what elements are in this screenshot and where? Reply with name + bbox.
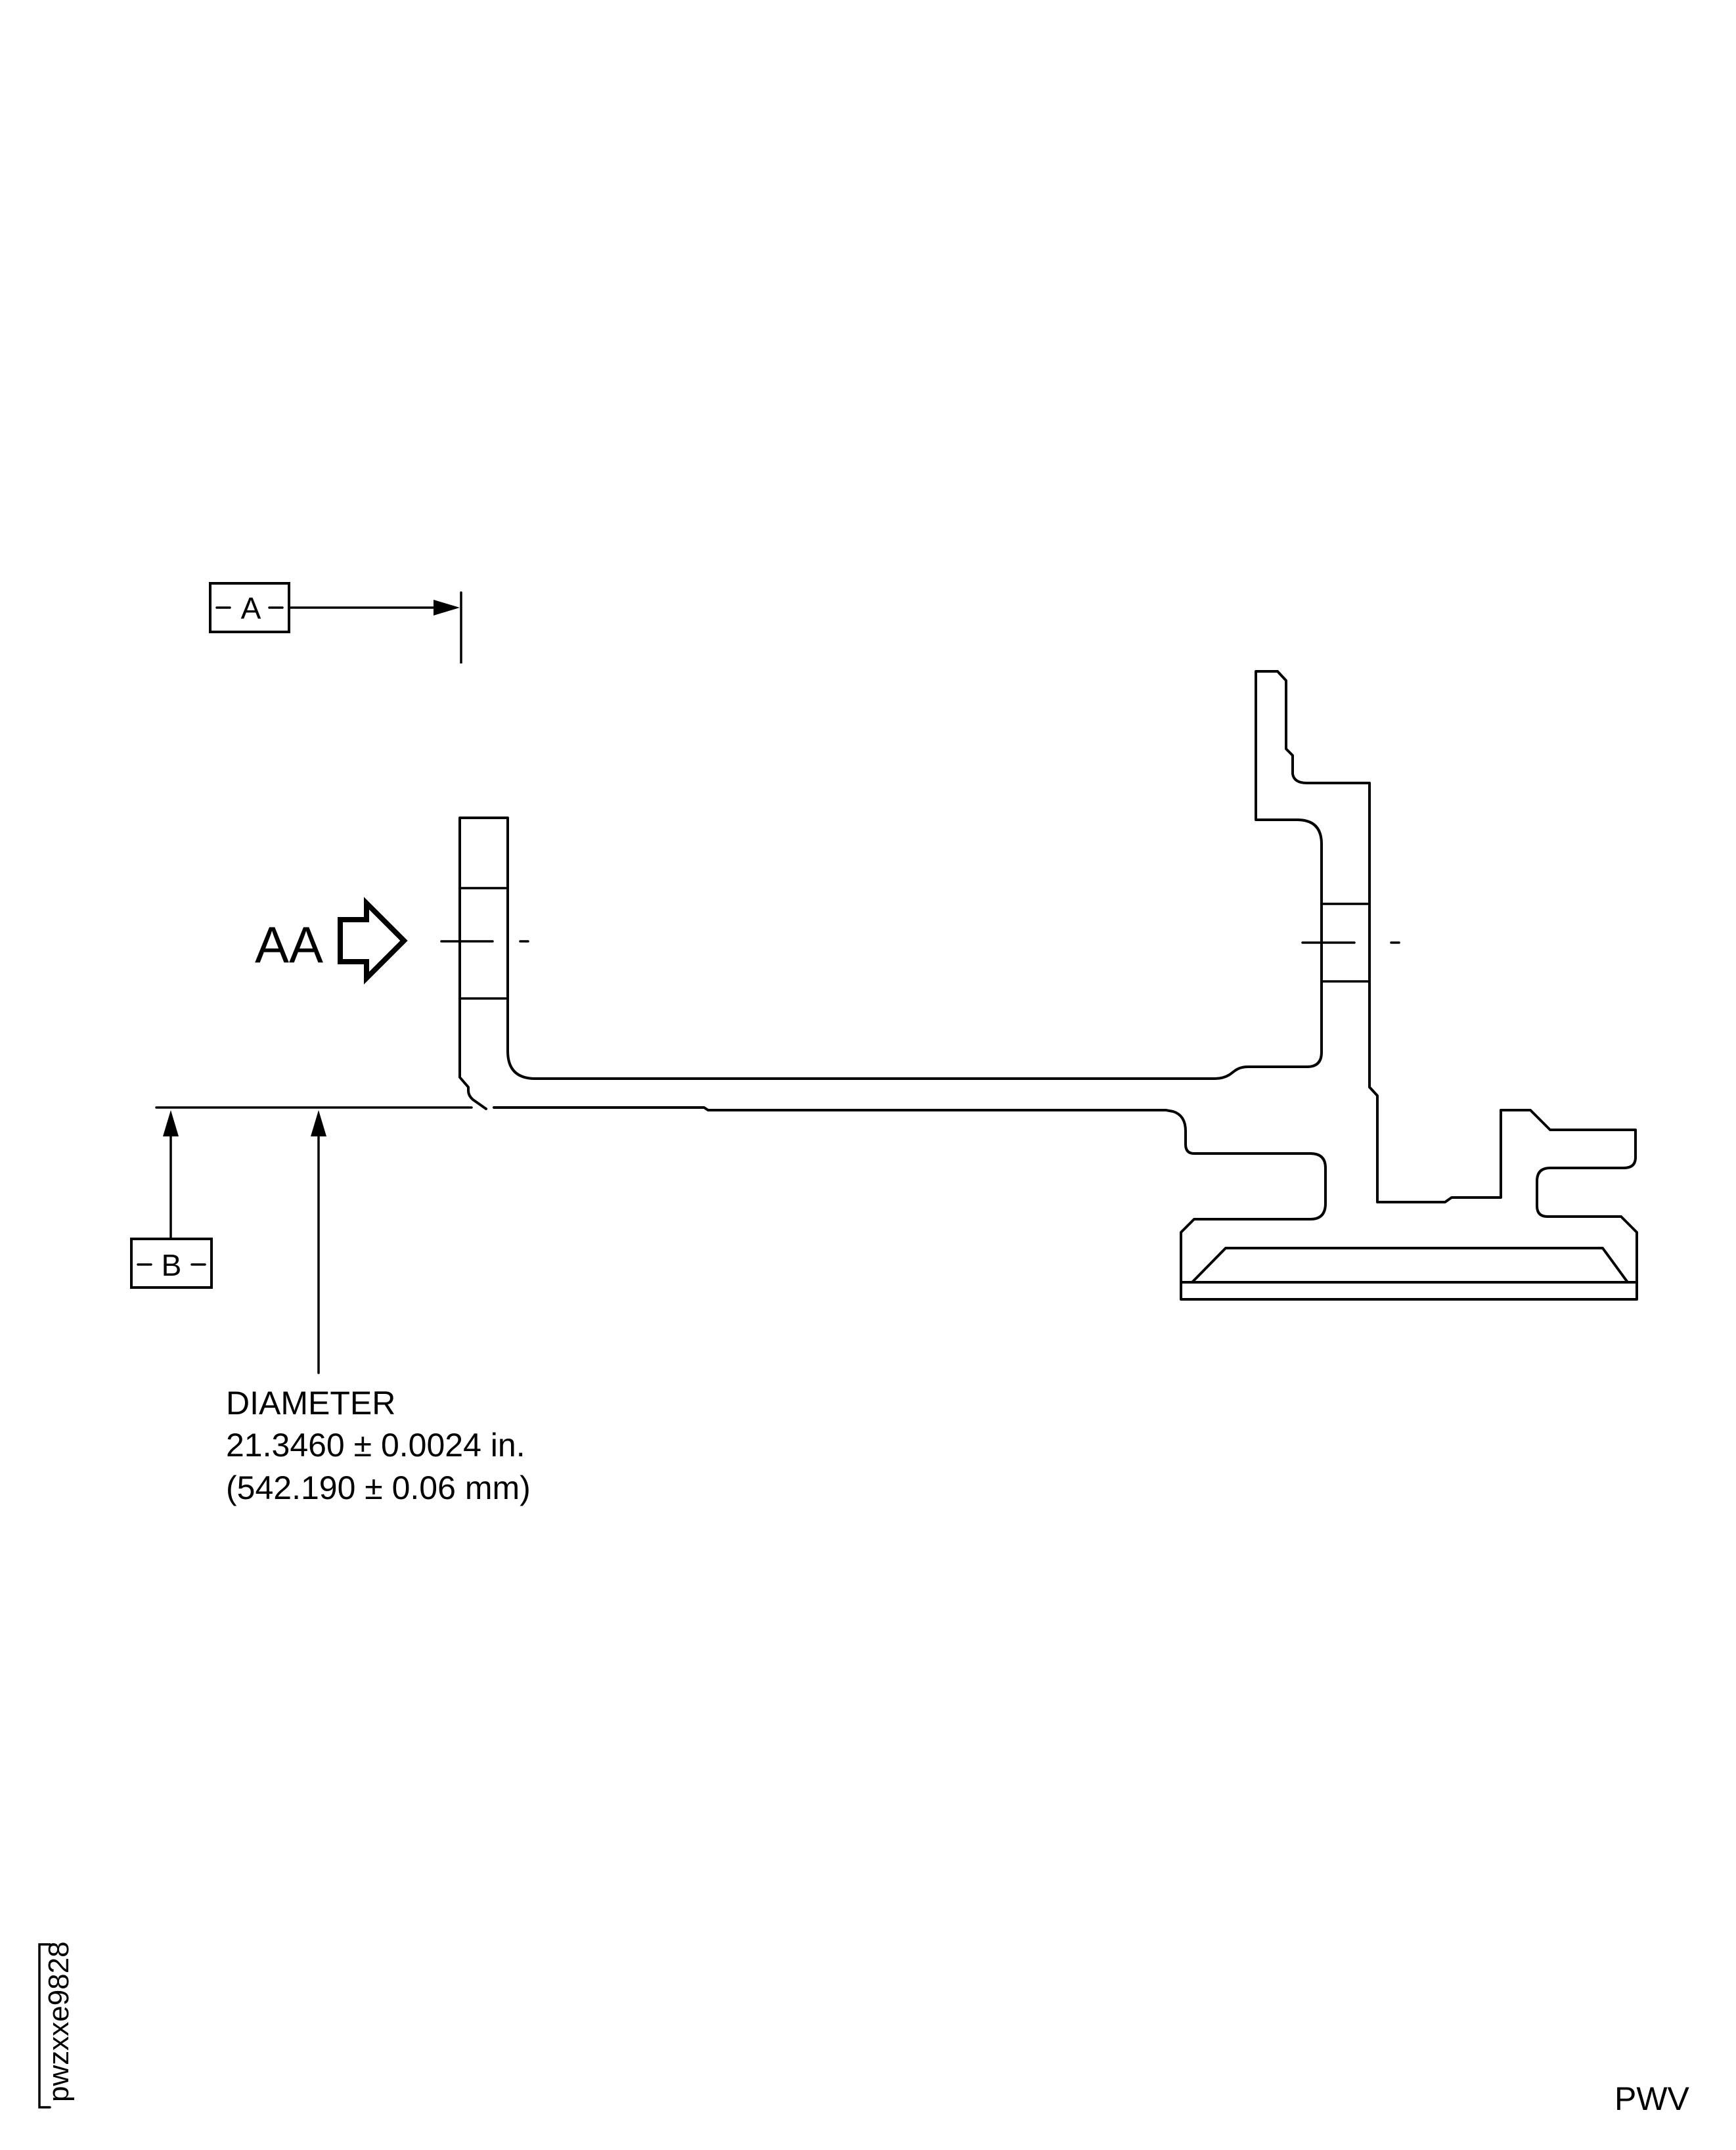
view-aa-label: AA [255, 916, 323, 974]
datum-b-callout: B [130, 1106, 473, 1289]
diameter-arrowhead [311, 1110, 326, 1136]
diameter-callout: DIAMETER 21.3460 ± 0.0024 in. (542.190 ±… [226, 1110, 531, 1506]
datum-b-arrowhead [163, 1110, 179, 1136]
datum-b-label: B [162, 1248, 182, 1282]
figure-id-bracket [38, 1943, 51, 2109]
part-outline-detail [440, 663, 1649, 1320]
figure-id-block: pwzxxe9828 [38, 1941, 75, 2109]
datum-a-label: A [241, 591, 261, 625]
seal-land-trapezoid [1191, 1247, 1629, 1284]
diameter-title: DIAMETER [226, 1385, 395, 1422]
diameter-mm-value: (542.190 ± 0.06 mm) [226, 1469, 531, 1506]
diameter-inch-value: 21.3460 ± 0.0024 in. [226, 1427, 525, 1464]
figure-id: pwzxxe9828 [43, 1941, 75, 2102]
datum-a-arrowhead [434, 600, 460, 616]
datum-a-callout: A [209, 582, 462, 804]
view-aa-indicator: AA [255, 897, 408, 985]
datum-b-box [130, 1238, 213, 1289]
left-flange [458, 670, 1638, 1301]
corner-code: PWV [1614, 2080, 1690, 2117]
view-arrow-icon [338, 897, 408, 985]
